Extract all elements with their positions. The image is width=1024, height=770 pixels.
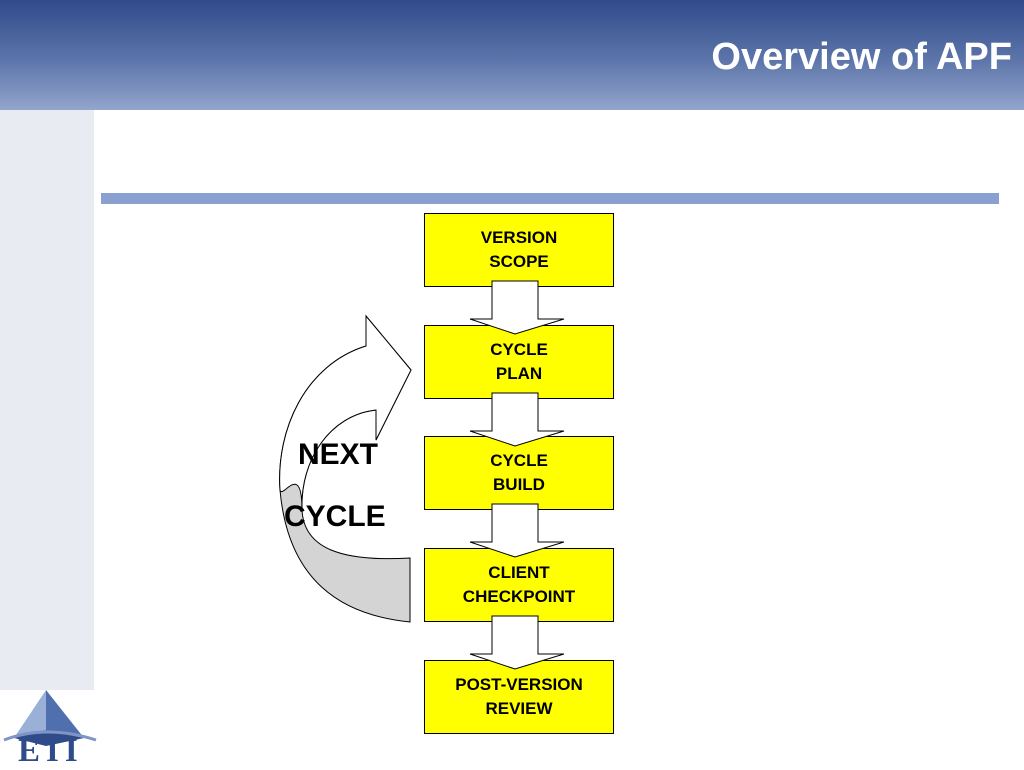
step-label: CYCLE PLAN — [490, 340, 548, 383]
down-arrow-icon — [469, 392, 565, 447]
logo-text: EII — [18, 733, 84, 769]
down-arrow-icon — [469, 615, 565, 670]
title-divider-bar — [101, 193, 999, 204]
step-label: POST-VERSION REVIEW — [455, 675, 583, 718]
down-arrow-icon — [469, 503, 565, 558]
step-post-version-review: POST-VERSION REVIEW — [424, 660, 614, 734]
down-arrow-icon — [469, 280, 565, 335]
next-cycle-loop-arrow — [279, 314, 412, 623]
step-cycle-build: CYCLE BUILD — [424, 436, 614, 510]
step-client-checkpoint: CLIENT CHECKPOINT — [424, 548, 614, 622]
step-label: VERSION SCOPE — [480, 228, 558, 271]
slide-title: Overview of APF — [711, 36, 1012, 78]
loop-label-cycle: CYCLE — [284, 500, 386, 533]
left-sidebar-strip — [0, 110, 94, 690]
step-version-scope: VERSION SCOPE — [424, 213, 614, 287]
step-label: CYCLE BUILD — [490, 451, 548, 494]
header-band — [0, 0, 1024, 110]
loop-label-next: NEXT — [298, 438, 379, 471]
eii-logo-icon — [3, 690, 97, 746]
step-label: CLIENT CHECKPOINT — [462, 563, 576, 606]
step-cycle-plan: CYCLE PLAN — [424, 325, 614, 399]
